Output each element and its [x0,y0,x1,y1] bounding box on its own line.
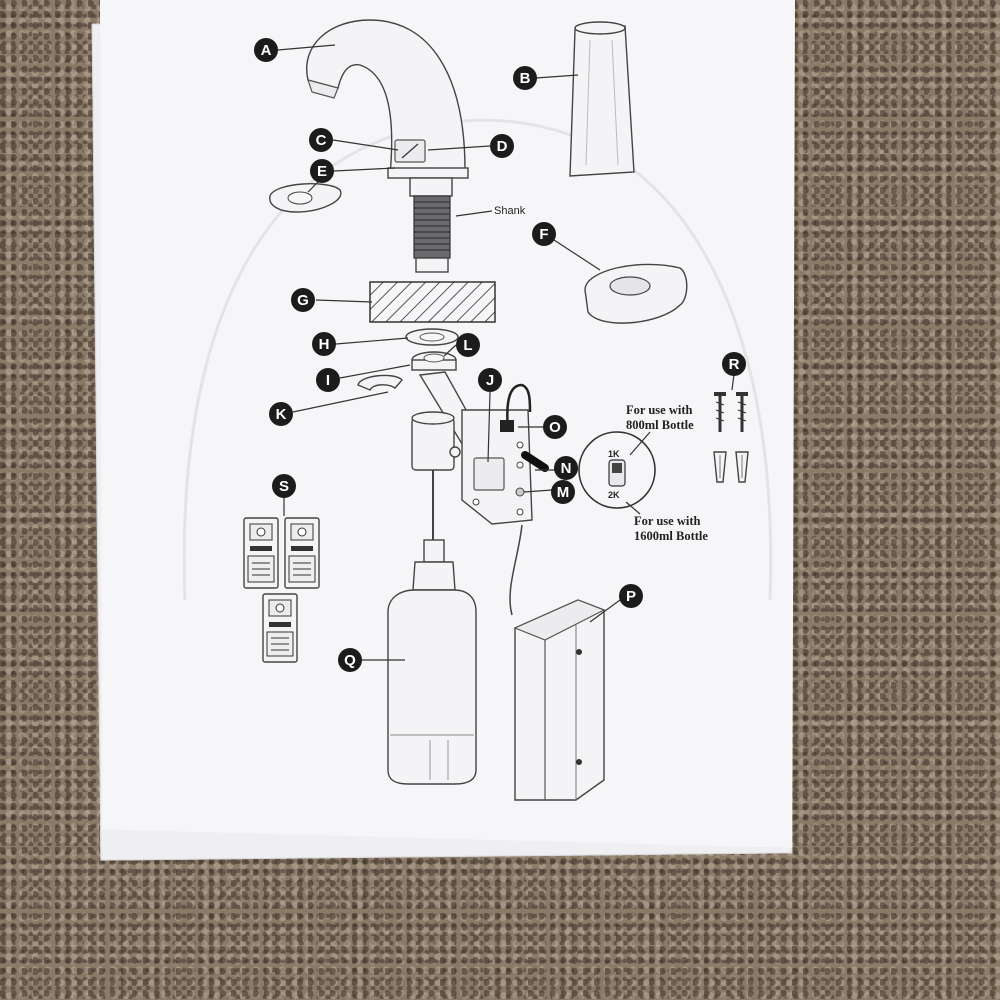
shank-label: Shank [494,205,526,217]
callout-b: B [513,66,537,90]
callout-e: E [310,159,334,183]
svg-text:M: M [557,484,570,501]
note-1600ml-line2: 1600ml Bottle [634,529,708,543]
part-f-base-plate [584,263,688,324]
part-s-control-modules [243,517,320,663]
pump-assembly [411,371,549,616]
callout-j: J [478,368,502,392]
part-a-spout [306,19,469,179]
callout-g: G [291,288,315,312]
bottle-size-switch: 1K 2K [535,431,656,509]
watermark-arch [182,118,773,601]
part-g-countertop [369,281,496,323]
callout-l: L [456,333,480,357]
svg-text:C: C [316,132,327,149]
switch-2k-label: 2K [608,490,620,500]
callout-r: R [722,352,746,376]
switch-1k-label: 1K [608,449,620,459]
callout-p: P [619,584,643,608]
part-r-screws-anchors [713,392,749,483]
svg-text:P: P [626,588,636,605]
svg-text:K: K [276,406,287,423]
part-i-clip [357,374,403,391]
note-1600ml-line1: For use with [634,514,700,528]
svg-text:E: E [317,163,327,180]
svg-text:Q: Q [344,652,356,669]
callout-f: F [532,222,556,246]
callout-c: C [309,128,333,152]
callout-d: D [490,134,514,158]
svg-text:B: B [520,70,531,87]
part-b-bottle-cover [569,21,635,177]
callout-h: H [312,332,336,356]
part-p-battery-housing [513,599,606,801]
note-800ml-line2: 800ml Bottle [626,418,694,432]
svg-text:G: G [297,292,309,309]
svg-text:N: N [561,460,572,477]
svg-text:F: F [539,226,548,243]
callout-k: K [269,402,293,426]
callout-q: Q [338,648,362,672]
svg-text:S: S [279,478,289,495]
leader-lines [277,44,735,661]
callout-m: M [551,480,575,504]
callout-n: N [554,456,578,480]
note-800ml-line1: For use with [626,403,692,417]
svg-text:L: L [463,337,472,354]
part-q-soap-bottle [387,539,477,785]
svg-text:J: J [486,372,494,389]
svg-text:A: A [261,42,272,59]
svg-text:I: I [326,372,330,389]
callout-i: I [316,368,340,392]
part-shank [409,177,453,273]
callout-a: A [254,38,278,62]
svg-text:R: R [729,356,740,373]
callout-o: O [543,415,567,439]
part-l-nut [411,351,457,371]
svg-text:H: H [319,336,330,353]
svg-text:O: O [549,419,561,436]
callout-s: S [272,474,296,498]
svg-text:D: D [497,138,508,155]
